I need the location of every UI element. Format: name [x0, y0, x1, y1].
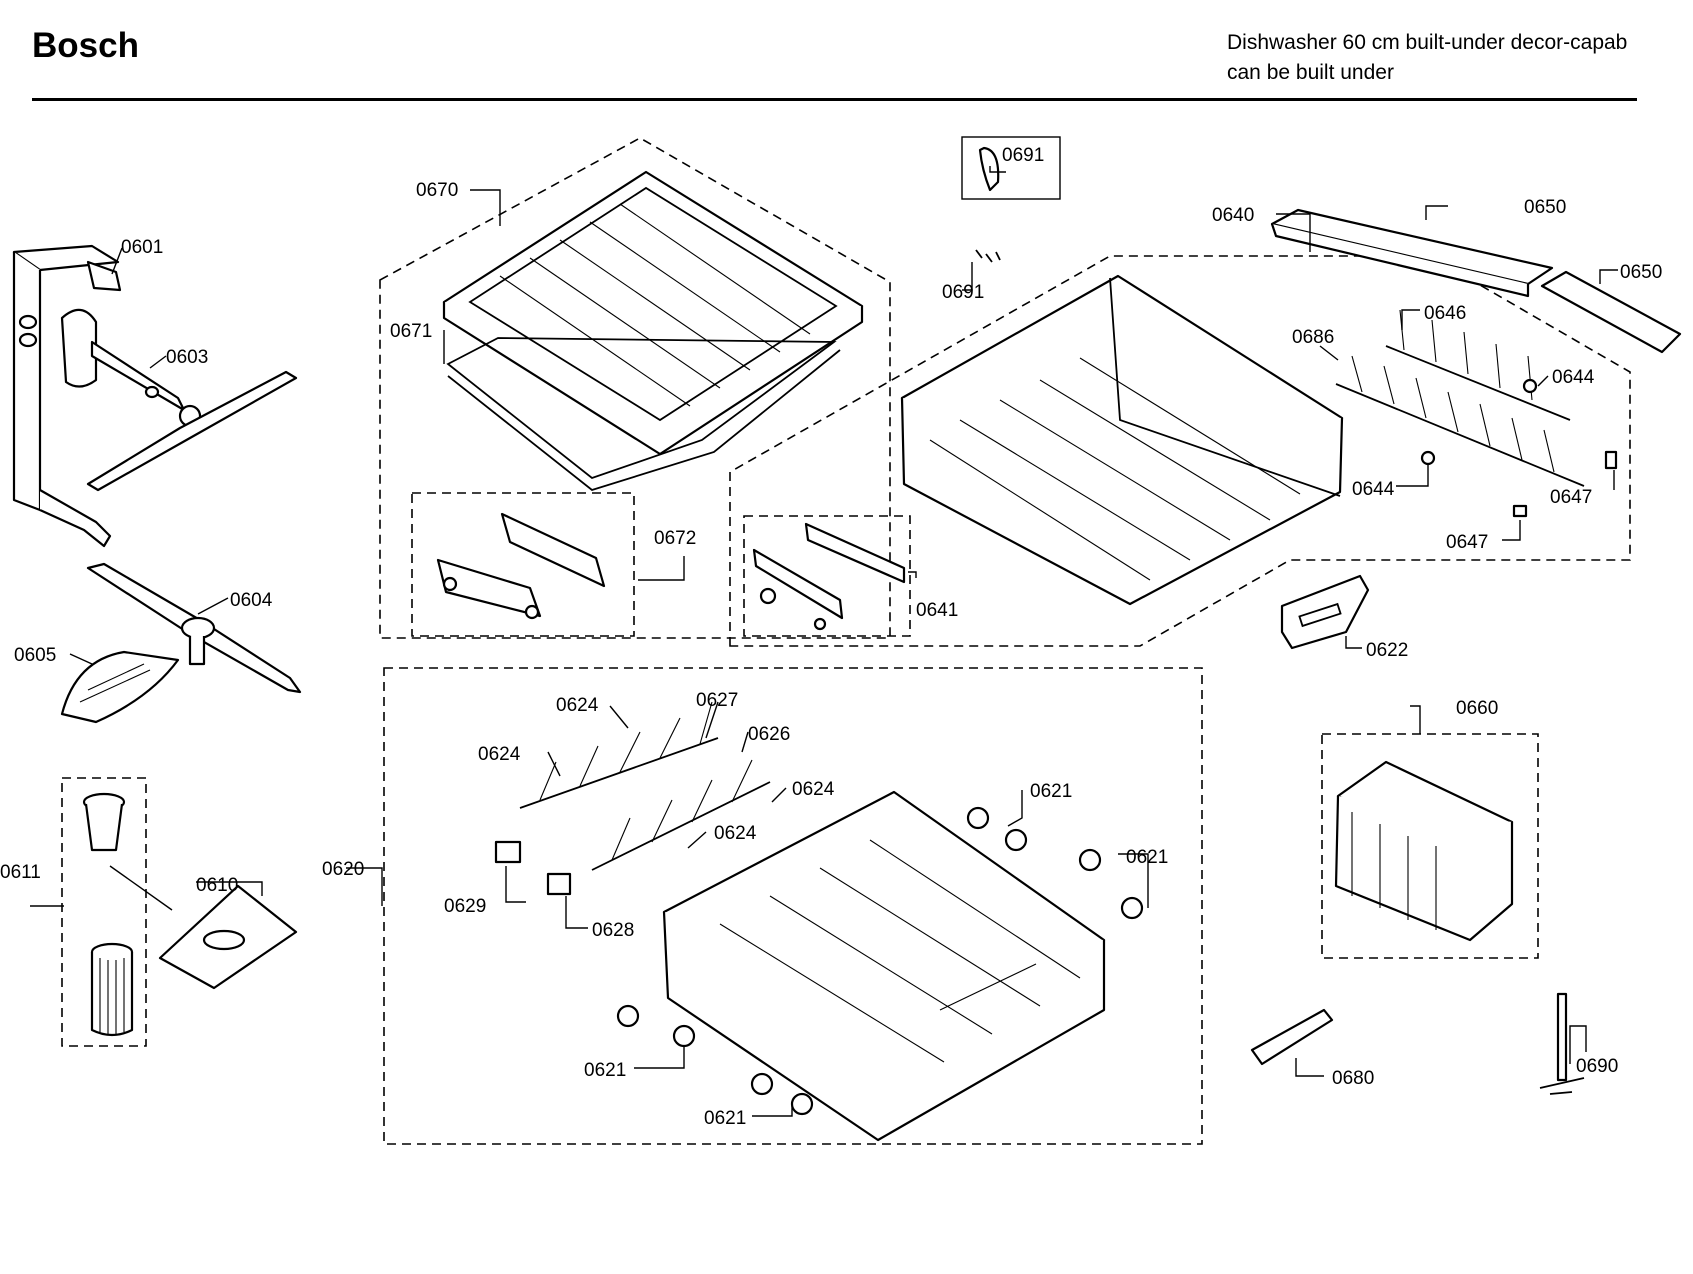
brand-title: Bosch — [32, 26, 139, 65]
part-label-0603: 0603 — [166, 347, 208, 368]
spray-arm-support-0601 — [12, 244, 122, 548]
part-label-0660: 0660 — [1456, 698, 1498, 719]
upper-spray-arm-0603 — [60, 308, 298, 492]
part-label-0644-left: 0644 — [1352, 479, 1395, 500]
tine-row-0686 — [1335, 355, 1585, 487]
clip-0650-b — [1540, 270, 1682, 354]
lever-group-box — [961, 136, 1061, 200]
model-line-1: Dishwasher 60 cm built-under decor-capab — [1227, 31, 1628, 54]
rack-rollers-group-boundary — [743, 515, 911, 637]
part-label-0624-right: 0624 — [792, 779, 835, 800]
part-number-labels: 0601 0603 0604 0605 0610 0611 0670 0671 … — [0, 145, 1662, 1129]
rack-roller-0641 — [752, 522, 906, 631]
part-label-0641: 0641 — [916, 600, 958, 621]
part-label-0621-right: 0621 — [1126, 847, 1168, 868]
filter-group-boundary — [61, 777, 147, 1047]
part-label-0640: 0640 — [1212, 205, 1254, 226]
lower-spray-arm-0604 — [86, 562, 302, 694]
part-label-0691-bottom: 0691 — [942, 282, 984, 303]
part-label-0620: 0620 — [322, 859, 364, 880]
handle-0622 — [1280, 574, 1370, 650]
upper-basket-0640 — [900, 274, 1344, 606]
part-label-0671: 0671 — [390, 321, 432, 342]
hinge-0629 — [494, 840, 522, 864]
part-label-0650-top: 0650 — [1524, 197, 1566, 218]
tine-row-0627-0626 — [519, 701, 771, 871]
cutlery-basket-0660 — [1334, 760, 1514, 942]
lower-basket-0620 — [662, 790, 1106, 1142]
part-label-0610: 0610 — [196, 875, 238, 896]
part-label-0686: 0686 — [1292, 327, 1334, 348]
leader-lines — [30, 166, 1618, 1117]
rack-clip-0672 — [436, 512, 606, 620]
part-label-0691-top: 0691 — [1002, 145, 1044, 166]
part-label-0605: 0605 — [14, 645, 56, 666]
part-label-0627: 0627 — [696, 690, 738, 711]
part-label-0647-right: 0647 — [1550, 487, 1592, 508]
filter-leader-line — [109, 865, 173, 911]
upper-cutlery-tray-0670 — [442, 170, 864, 456]
clip-0647-a — [1604, 450, 1618, 470]
header-rule — [32, 98, 1637, 101]
upper-rack-group-boundary — [379, 137, 891, 639]
part-label-0622: 0622 — [1366, 640, 1408, 661]
part-label-0621-top: 0621 — [1030, 781, 1072, 802]
model-line-2: can be built under — [1227, 61, 1394, 84]
model-description: Dishwasher 60 cm built-under decor-capab… — [1227, 28, 1627, 88]
clip-0644-b — [1420, 450, 1436, 466]
spray-arm-cover-0605 — [60, 650, 180, 724]
part-0690 — [1539, 992, 1585, 1095]
part-label-0628: 0628 — [592, 920, 634, 941]
part-label-0604: 0604 — [230, 590, 273, 611]
trim-0680 — [1250, 1008, 1334, 1066]
lower-rack-group-boundary — [383, 667, 1203, 1145]
lever-0691 — [975, 146, 1001, 263]
part-label-0629: 0629 — [444, 896, 486, 917]
clip-0644-a — [1522, 378, 1538, 394]
part-label-0621-bottom: 0621 — [704, 1108, 746, 1129]
hinge-0628 — [546, 872, 572, 896]
rack-clips-group-boundary — [411, 492, 635, 637]
part-label-0624-mid: 0624 — [714, 823, 757, 844]
part-label-0601: 0601 — [121, 237, 163, 258]
part-label-0650-side: 0650 — [1620, 262, 1662, 283]
part-label-0611: 0611 — [0, 862, 41, 883]
upper-basket-group-boundary — [729, 255, 1631, 647]
part-label-0621-left: 0621 — [584, 1060, 626, 1081]
tine-row-0646 — [1385, 309, 1571, 421]
part-label-0644-right: 0644 — [1552, 367, 1595, 388]
part-label-0624-top: 0624 — [556, 695, 599, 716]
tray-frame-0671 — [446, 337, 841, 492]
micro-filter-0610 — [158, 884, 298, 990]
part-label-0646: 0646 — [1424, 303, 1466, 324]
part-label-0690: 0690 — [1576, 1056, 1618, 1077]
clip-0647-b — [1512, 504, 1528, 518]
filter-assembly-0611 — [82, 792, 134, 1037]
cutlery-basket-group-boundary — [1321, 733, 1539, 959]
part-label-0626: 0626 — [748, 724, 790, 745]
part-label-0624-left: 0624 — [478, 744, 521, 765]
part-label-0680: 0680 — [1332, 1068, 1374, 1089]
clip-0650-a — [1270, 208, 1554, 298]
wheel-0621 — [616, 806, 1144, 1116]
part-label-0672: 0672 — [654, 528, 696, 549]
part-label-0647-bottom: 0647 — [1446, 532, 1488, 553]
part-label-0670: 0670 — [416, 180, 458, 201]
